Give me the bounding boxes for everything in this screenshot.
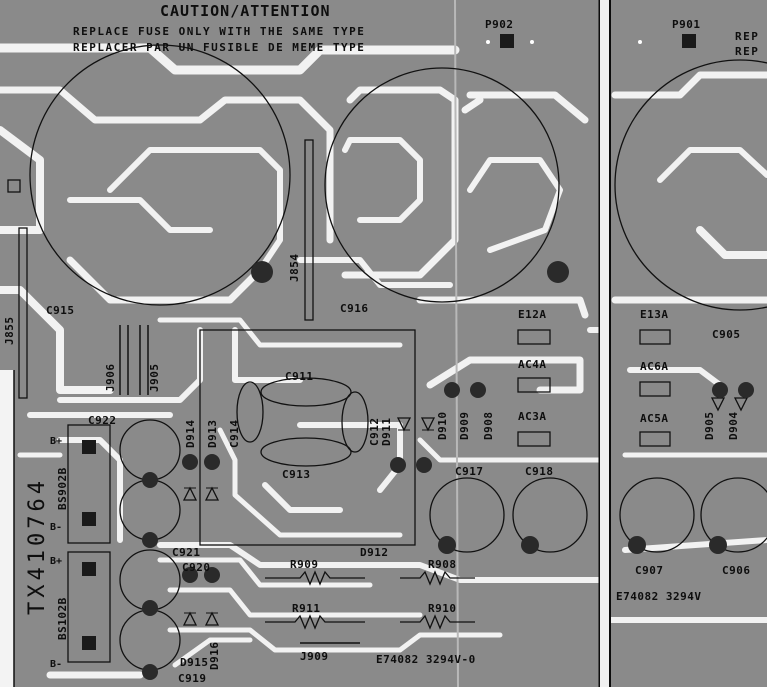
label-j909: J909 [300, 650, 329, 663]
label-j906: J906 [104, 364, 117, 393]
label-j855: J855 [3, 317, 16, 346]
label-d914: D914 [184, 420, 197, 449]
solder-pads [142, 34, 754, 680]
label-d904: D904 [727, 412, 740, 441]
label-c918: C918 [525, 465, 554, 478]
label-ac4a: AC4A [518, 358, 547, 371]
label-b-minus-1: B- [50, 522, 62, 533]
caution-line-right-2: REP [735, 45, 759, 58]
label-e13a: E13A [640, 308, 669, 321]
label-c922: C922 [88, 414, 117, 427]
silkscreen-text: CAUTION/ATTENTION REPLACE FUSE ONLY WITH… [3, 2, 759, 685]
ac3a-pad [517, 431, 551, 447]
board-code-main: E74082 3294V-0 [376, 653, 476, 666]
label-c911: C911 [285, 370, 314, 383]
label-b-plus-2: B+ [50, 556, 62, 567]
label-c917: C917 [455, 465, 484, 478]
c921-outline [119, 479, 181, 541]
label-r909: R909 [290, 558, 319, 571]
e13a-pad [639, 329, 671, 345]
c911-outline [260, 377, 352, 407]
c907-outline [619, 477, 695, 553]
label-bs102b: BS102B [56, 597, 69, 640]
label-c907: C907 [635, 564, 664, 577]
capacitor-c915-outline [29, 44, 291, 306]
label-p901: P901 [672, 18, 701, 31]
ac5a-pad [639, 431, 671, 447]
label-c919: C919 [178, 672, 207, 685]
c917-outline [429, 477, 505, 553]
label-c916: C916 [340, 302, 369, 315]
label-d905: D905 [703, 412, 716, 441]
board-edges [0, 0, 611, 687]
label-c913: C913 [282, 468, 311, 481]
label-d911: D911 [380, 418, 393, 447]
label-r910: R910 [428, 602, 457, 615]
board-code-right: E74082 3294V [616, 590, 701, 603]
label-b-minus-2: B- [50, 659, 62, 670]
capacitor-c916-outline [324, 67, 560, 303]
label-d912: D912 [360, 546, 389, 559]
label-ac5a: AC5A [640, 412, 669, 425]
c913-outline [260, 437, 352, 467]
ac6a-pad [639, 381, 671, 397]
label-j854: J854 [288, 254, 301, 283]
board-id: TX410764 [25, 477, 50, 615]
c912-outline [341, 391, 369, 453]
capacitor-c905-outline [614, 59, 767, 311]
c914-outline [236, 381, 264, 443]
label-c905: C905 [712, 328, 741, 341]
caution-line-right-1: REP [735, 30, 759, 43]
label-b-plus-1: B+ [50, 436, 62, 447]
label-p902: P902 [485, 18, 514, 31]
label-r908: R908 [428, 558, 457, 571]
label-d915: D915 [180, 656, 209, 669]
bs102b-outline [67, 551, 111, 663]
label-d910: D910 [436, 412, 449, 441]
label-c912: C912 [368, 418, 381, 447]
label-d908: D908 [482, 412, 495, 441]
label-ac6a: AC6A [640, 360, 669, 373]
label-d909: D909 [458, 412, 471, 441]
label-r911: R911 [292, 602, 321, 615]
c906-outline [700, 477, 767, 553]
component-outlines [7, 44, 767, 671]
label-c915: C915 [46, 304, 75, 317]
heatsink-box-outline [199, 329, 416, 546]
label-c906: C906 [722, 564, 751, 577]
label-bs902b: BS902B [56, 467, 69, 510]
c919-outline [119, 609, 181, 671]
label-ac3a: AC3A [518, 410, 547, 423]
label-c921: C921 [172, 546, 201, 559]
label-d916: D916 [208, 642, 221, 671]
caution-line-2: REPLACER PAR UN FUSIBLE DE MEME TYPE [73, 41, 365, 54]
label-e12a: E12A [518, 308, 547, 321]
caution-title: CAUTION/ATTENTION [160, 2, 331, 20]
ac4a-pad [517, 377, 551, 393]
e12a-pad [517, 329, 551, 345]
caution-line-1: REPLACE FUSE ONLY WITH THE SAME TYPE [73, 25, 365, 38]
c922-outline [119, 419, 181, 481]
trace-layer [0, 43, 603, 679]
c918-outline [512, 477, 588, 553]
label-c914: C914 [228, 420, 241, 449]
trace-layer-right [607, 71, 767, 623]
label-j905: J905 [148, 364, 161, 393]
bs902b-outline [67, 424, 111, 544]
label-c920: C920 [182, 561, 211, 574]
label-d913: D913 [206, 420, 219, 449]
